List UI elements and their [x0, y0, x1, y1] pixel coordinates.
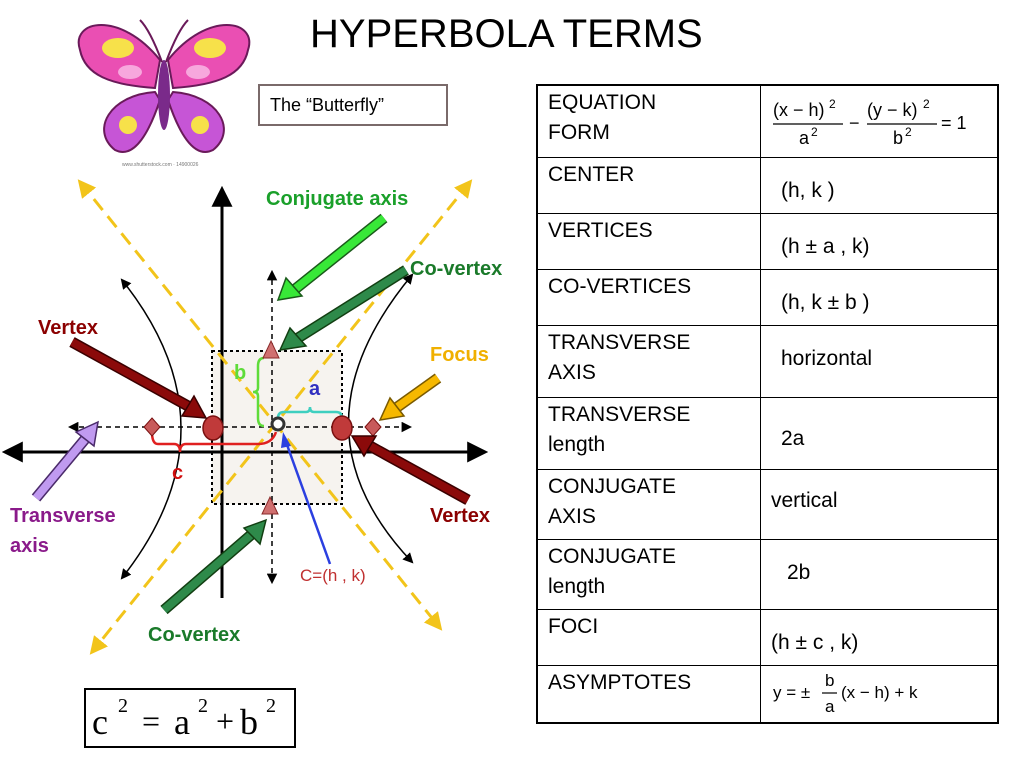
- transverse-axis-label-line2: axis: [10, 535, 49, 557]
- svg-text:a: a: [825, 697, 835, 716]
- center-arrow: [281, 432, 332, 565]
- focus-label: Focus: [430, 344, 489, 366]
- svg-text:(x − h): (x − h): [773, 100, 825, 120]
- transverse-axis-label-line1: Transverse: [10, 505, 116, 527]
- table-row: VERTICES (h ± a , k): [536, 212, 999, 270]
- equation-form-cell: (x − h) 2 a 2 − (y − k) 2 b 2 = 1: [760, 84, 999, 158]
- value-cell: (h ± a , k): [760, 212, 999, 270]
- value-cell: (h ± c , k): [760, 608, 999, 666]
- vertex-right-label: Vertex: [430, 505, 491, 527]
- a-label: a: [309, 378, 321, 400]
- value-cell: 2a: [760, 396, 999, 470]
- asymptote-line: [89, 179, 473, 655]
- svg-text:2: 2: [923, 97, 930, 111]
- butterfly-caption: The “Butterfly”: [270, 95, 385, 115]
- value-cell: (h, k ): [760, 156, 999, 214]
- center-marker: [270, 416, 286, 432]
- value-cell: (h, k ± b ): [760, 268, 999, 326]
- svg-text:b: b: [893, 128, 903, 148]
- conjugate-axis-label: Conjugate axis: [266, 188, 409, 210]
- vertex-left-label: Vertex: [38, 317, 99, 339]
- butterfly-watermark: www.shutterstock.com · 14900026: [122, 162, 199, 168]
- a-bracket: [276, 406, 344, 419]
- svg-text:(x − h) + k: (x − h) + k: [841, 683, 918, 702]
- svg-text:b: b: [240, 702, 258, 742]
- value-cell: horizontal: [760, 324, 999, 398]
- c-bracket: [150, 431, 278, 453]
- svg-text:(y − k): (y − k): [867, 100, 918, 120]
- pythagorean-relation-box: c 2 = a 2 + b 2: [84, 688, 296, 748]
- svg-text:2: 2: [118, 695, 128, 717]
- table-row: CO-VERTICES (h, k ± b ): [536, 268, 999, 326]
- co-vertex-top-marker: [262, 339, 280, 359]
- svg-text:c: c: [92, 702, 108, 742]
- table-row: FOCI (h ± c , k): [536, 608, 999, 666]
- term-cell: FOCI: [536, 608, 761, 666]
- co-vertex-top-arrow: [278, 265, 409, 351]
- term-cell: CENTER: [536, 156, 761, 214]
- svg-text:−: −: [849, 113, 860, 133]
- co-vertex-bottom-label: Co-vertex: [148, 624, 241, 646]
- focus-arrow: [378, 373, 442, 421]
- term-cell: ASYMPTOTES: [536, 664, 761, 724]
- butterfly-icon: [77, 19, 251, 153]
- equation-form-formula: (x − h) 2 a 2 − (y − k) 2 b 2 = 1: [773, 97, 967, 148]
- value-cell: 2b: [760, 538, 999, 610]
- svg-text:=: =: [142, 703, 160, 739]
- svg-text:2: 2: [905, 125, 912, 139]
- term-cell: VERTICES: [536, 212, 761, 270]
- value-cell: vertical: [760, 468, 999, 540]
- svg-text:2: 2: [266, 695, 276, 717]
- focus-left-marker: [143, 417, 161, 437]
- hyperbola-left-branch: [120, 278, 182, 580]
- term-cell: CO-VERTICES: [536, 268, 761, 326]
- svg-text:b: b: [825, 671, 834, 690]
- svg-text:+: +: [216, 703, 234, 739]
- c-label: c: [172, 462, 184, 484]
- b-label: b: [234, 362, 247, 384]
- conjugate-axis-arrow: [276, 213, 388, 301]
- butterfly-caption-box: The “Butterfly”: [258, 84, 448, 126]
- page-title: HYPERBOLA TERMS: [310, 12, 703, 56]
- svg-text:a: a: [174, 702, 190, 742]
- asymptotes-cell: y = ± b a (x − h) + k: [760, 664, 999, 724]
- b-bracket: [252, 356, 265, 428]
- svg-text:y = ±: y = ±: [773, 683, 810, 702]
- vertex-right-marker: [331, 415, 353, 441]
- center-label: C=(h , k): [300, 566, 366, 585]
- co-vertex-bottom-marker: [261, 495, 279, 515]
- vertex-left-marker: [202, 415, 224, 441]
- svg-text:2: 2: [811, 125, 818, 139]
- svg-text:a: a: [799, 128, 810, 148]
- table-row: CENTER (h, k ): [536, 156, 999, 214]
- pythagorean-relation: c 2 = a 2 + b 2: [92, 695, 276, 742]
- table-row: ASYMPTOTES y = ± b a (x − h) + k: [536, 664, 999, 724]
- svg-text:= 1: = 1: [941, 113, 967, 133]
- asymptote-formula: y = ± b a (x − h) + k: [773, 671, 918, 716]
- co-vertex-top-label: Co-vertex: [410, 258, 503, 280]
- focus-right-marker: [364, 417, 382, 437]
- vertex-right-arrow: [350, 435, 471, 505]
- transverse-axis-arrow: [31, 420, 99, 502]
- vertex-left-arrow: [69, 337, 208, 419]
- svg-text:2: 2: [829, 97, 836, 111]
- co-vertex-bottom-arrow: [160, 518, 268, 615]
- svg-text:2: 2: [198, 695, 208, 717]
